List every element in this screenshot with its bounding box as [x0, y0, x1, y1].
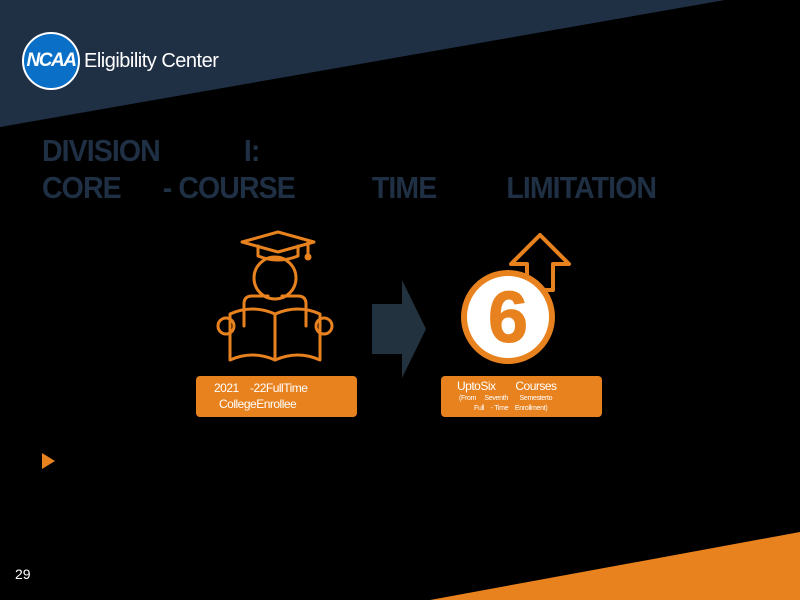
courses-label: UptoSix Courses (From Seventh Semesterto…	[441, 376, 602, 417]
slide-title-line-1: DIVISION I:	[42, 133, 260, 168]
footer-accent-stripe	[430, 532, 800, 600]
badge-number: 6	[488, 278, 528, 358]
badge-circle	[461, 270, 555, 364]
courses-label-line-1: UptoSix Courses	[457, 379, 557, 393]
triangle-bullet-icon	[42, 453, 55, 469]
slide-title-line-2: CORE - COURSE TIME LIMITATION	[42, 170, 657, 205]
courses-label-line-2: (From Seventh Semesterto	[459, 395, 553, 402]
ncaa-logo: NCAA Eligibility Center	[22, 32, 219, 90]
logo-wordmark: NCAA	[26, 50, 77, 71]
enrollee-label-line-2: CollegeEnrollee	[219, 397, 297, 411]
right-arrow-icon	[372, 280, 426, 378]
up-arrow-icon	[509, 233, 571, 292]
enrollee-label: 2021 -22FullTime CollegeEnrollee	[196, 376, 357, 417]
courses-label-line-3: Full - Time Enrollment)	[474, 405, 548, 412]
page-number: 29	[15, 566, 31, 582]
logo-text: Eligibility Center	[84, 49, 219, 72]
enrollee-label-line-1: 2021 -22FullTime	[214, 381, 308, 395]
ncaa-logo-mark: NCAA	[22, 32, 80, 90]
number-six-up-arrow-icon: 6	[461, 233, 571, 364]
graduate-reading-book-icon	[216, 230, 334, 362]
